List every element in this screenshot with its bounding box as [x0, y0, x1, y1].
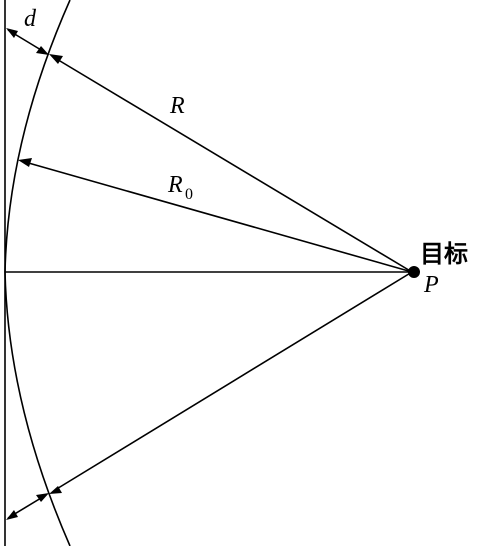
range-R0-line — [24, 161, 413, 273]
d-dimension-bottom-arrow-left — [6, 510, 18, 520]
label-R: R — [169, 93, 185, 119]
label-R0-subscript: 0 — [185, 186, 193, 203]
d-dimension-top-arrow-right — [36, 46, 49, 55]
label-P: P — [423, 272, 439, 298]
range-R-line — [54, 57, 413, 273]
label-R0: R — [167, 172, 183, 198]
d-dimension-top-arrow-left — [6, 28, 18, 38]
d-dimension-bottom-arrow-right — [36, 493, 49, 502]
range-lower-arrowhead — [49, 486, 62, 494]
range-lower-line — [54, 271, 413, 491]
range-R-arrowhead — [49, 54, 63, 64]
curved-wavefront-arc — [4, 0, 71, 546]
target-point-dot — [408, 266, 420, 278]
range-R0-arrowhead — [18, 158, 32, 167]
label-d: d — [24, 6, 37, 32]
label-target: 目标 — [420, 240, 468, 268]
